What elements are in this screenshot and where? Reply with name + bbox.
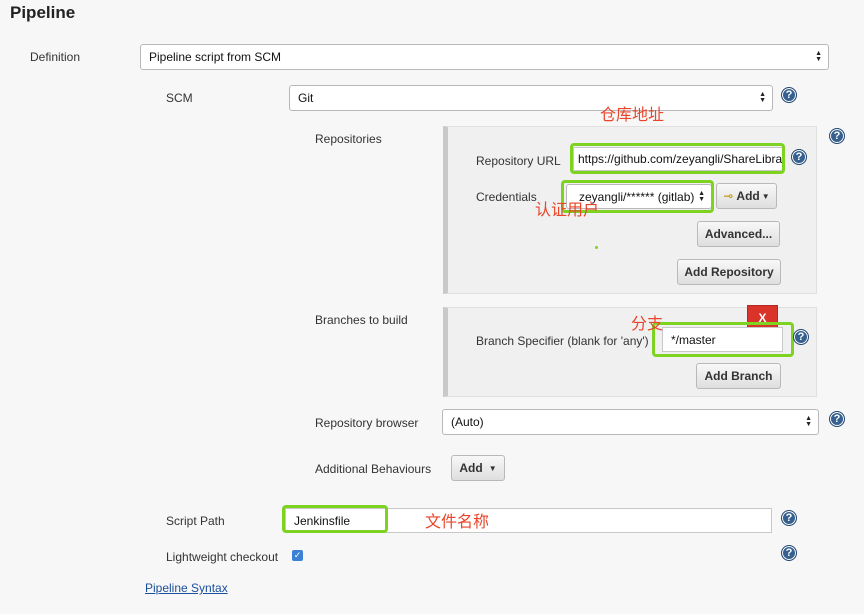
repository-browser-label: Repository browser (315, 416, 419, 430)
scm-value: Git (298, 91, 314, 105)
credentials-label: Credentials (476, 190, 537, 204)
branches-label: Branches to build (315, 313, 408, 327)
lightweight-checkout-label: Lightweight checkout (166, 550, 279, 564)
repositories-label: Repositories (315, 132, 382, 146)
annotation-auth-user: 认证用户 (535, 200, 600, 219)
repository-url-label: Repository URL (476, 154, 561, 168)
chevron-down-icon: ▼ (488, 463, 497, 473)
branch-specifier-input[interactable]: */master (662, 327, 783, 352)
scm-select[interactable]: Git ▲▼ (289, 85, 773, 111)
annotation-branch: 分支 (631, 314, 664, 333)
repository-browser-help-icon[interactable]: ? (829, 411, 845, 427)
annotation-file-name: 文件名称 (425, 512, 490, 531)
script-path-label: Script Path (166, 514, 225, 528)
chevron-down-icon: ▼ (761, 191, 770, 201)
section-title: Pipeline (10, 3, 76, 22)
scm-help-icon[interactable]: ? (781, 87, 797, 103)
select-arrows-icon: ▲▼ (805, 415, 812, 428)
select-arrows-icon: ▲▼ (698, 189, 705, 203)
credentials-add-button[interactable]: ⊸ Add ▼ (716, 183, 777, 209)
repository-browser-value: (Auto) (451, 415, 484, 429)
scm-label: SCM (166, 91, 193, 105)
repository-url-input[interactable]: https://github.com/zeyangli/ShareLibrary (573, 147, 783, 171)
repository-browser-select[interactable]: (Auto) ▲▼ (442, 409, 819, 435)
green-dot (595, 246, 598, 249)
definition-select[interactable]: Pipeline script from SCM ▲▼ (140, 44, 829, 70)
branch-specifier-help-icon[interactable]: ? (793, 329, 809, 345)
additional-behaviours-add-label: Add (459, 461, 483, 475)
credentials-add-label: Add (736, 189, 760, 203)
key-icon: ⊸ (723, 189, 734, 203)
select-arrows-icon: ▲▼ (759, 91, 766, 104)
credentials-highlight (561, 180, 714, 213)
branch-specifier-highlight (652, 322, 794, 357)
select-arrows-icon: ▲▼ (815, 50, 822, 63)
repository-url-value: https://github.com/zeyangli/ShareLibrary (578, 152, 783, 166)
pipeline-syntax-link[interactable]: Pipeline Syntax (145, 581, 228, 595)
branch-specifier-label: Branch Specifier (blank for 'any') (476, 334, 649, 348)
lightweight-help-icon[interactable]: ? (781, 545, 797, 561)
branch-specifier-value: */master (671, 332, 716, 347)
repository-url-help-icon[interactable]: ? (791, 149, 807, 165)
script-path-help-icon[interactable]: ? (781, 510, 797, 526)
additional-behaviours-label: Additional Behaviours (315, 462, 432, 476)
repositories-help-icon[interactable]: ? (829, 128, 845, 144)
script-path-highlight (282, 505, 388, 533)
add-branch-button[interactable]: Add Branch (696, 363, 781, 389)
script-path-input[interactable]: Jenkinsfile (285, 508, 772, 533)
credentials-value: zeyangli/****** (gitlab) (579, 189, 695, 204)
script-path-value: Jenkinsfile (294, 513, 351, 528)
annotation-repo-address: 仓库地址 (600, 105, 665, 124)
definition-label: Definition (30, 50, 81, 64)
additional-behaviours-add-button[interactable]: Add ▼ (451, 455, 505, 481)
advanced-button[interactable]: Advanced... (697, 221, 780, 247)
definition-value: Pipeline script from SCM (149, 50, 282, 64)
delete-branch-button[interactable]: X (747, 305, 778, 330)
repository-url-highlight (570, 143, 785, 174)
add-repository-button[interactable]: Add Repository (677, 259, 781, 285)
lightweight-checkout-checkbox[interactable]: ✓ (292, 550, 303, 561)
